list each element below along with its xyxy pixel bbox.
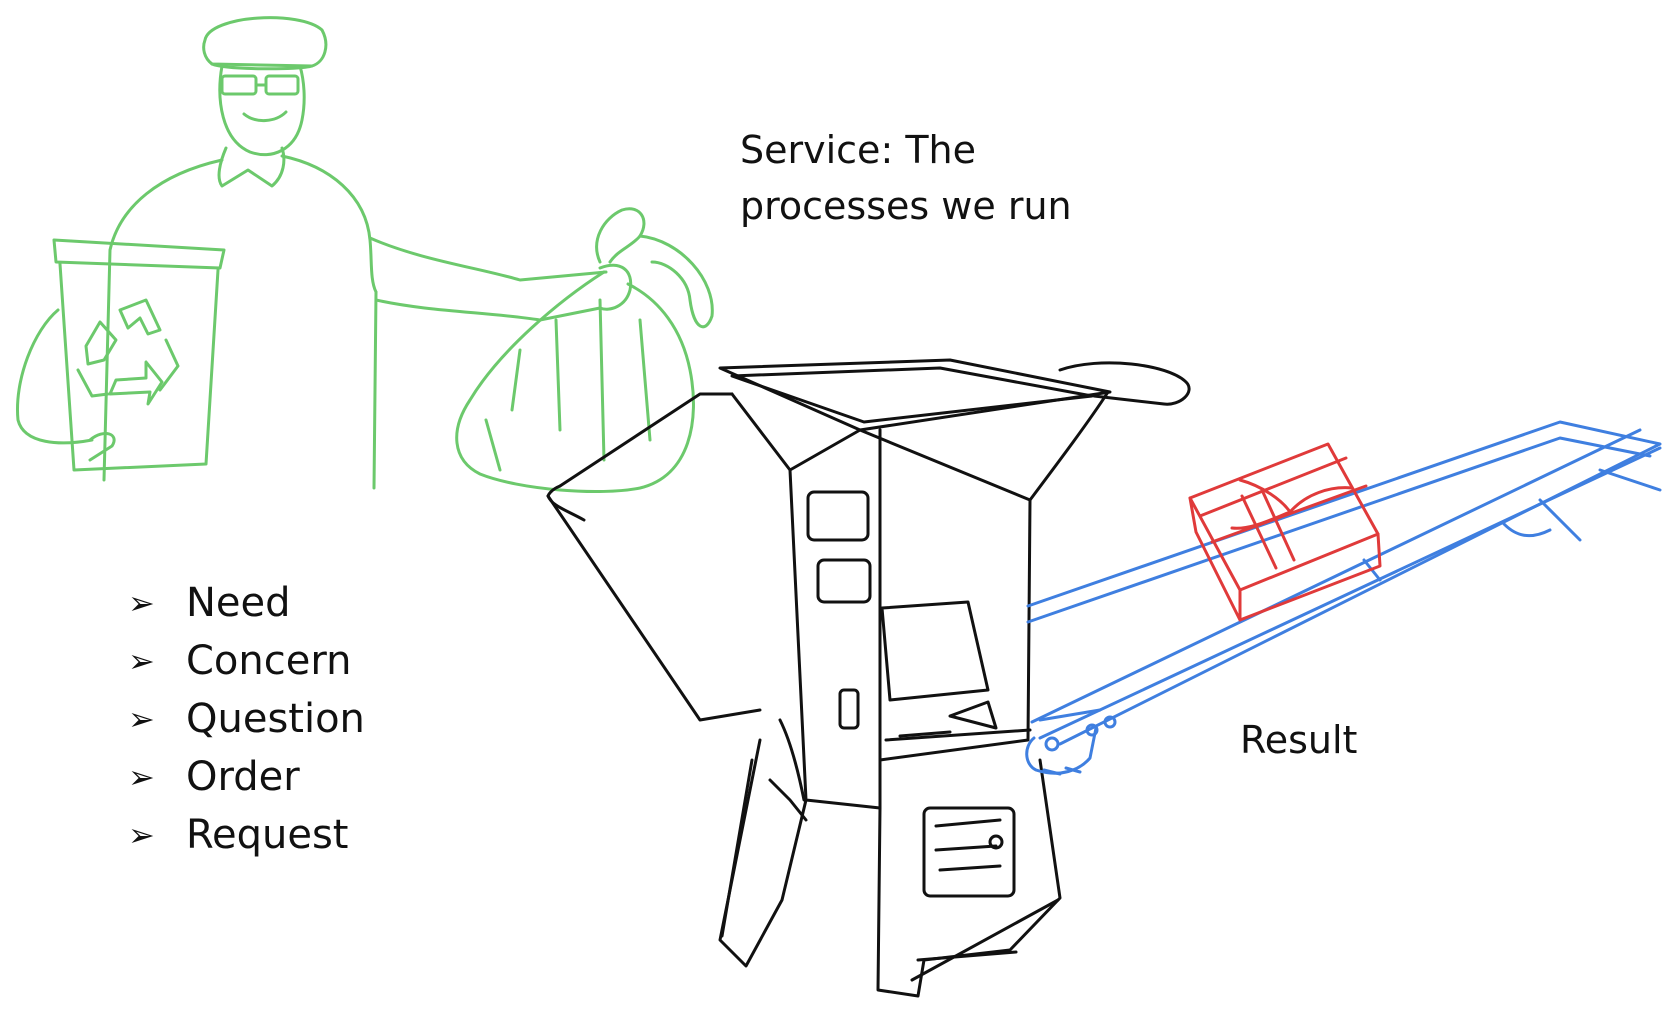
list-item-label: Concern [186,638,352,684]
arrow-bullet-icon: ➢ [128,584,155,622]
trash-bag-icon [455,207,714,494]
conveyor-belt-icon [1025,420,1662,776]
list-item: ➢ Question [128,690,365,748]
arrow-bullet-icon: ➢ [128,758,155,796]
service-caption-line-1: Service: The [740,128,976,172]
arrow-bullet-icon: ➢ [128,816,155,854]
inputs-list: ➢ Need ➢ Concern ➢ Question ➢ Order ➢ Re… [128,574,365,864]
list-item-label: Order [186,754,300,800]
arrow-bullet-icon: ➢ [128,642,155,680]
list-item-label: Request [186,812,349,858]
recycling-symbol-icon [76,298,180,406]
service-caption-line-2: processes we run [740,184,1072,228]
result-label: Result [1240,718,1358,762]
person-with-recycling-bin-icon [15,16,633,490]
hopper-machine-icon [546,358,1191,998]
list-item: ➢ Order [128,748,365,806]
list-item: ➢ Need [128,574,365,632]
gift-box-icon [1188,442,1382,622]
list-item: ➢ Concern [128,632,365,690]
list-item: ➢ Request [128,806,365,864]
arrow-bullet-icon: ➢ [128,700,155,738]
service-caption: Service: The processes we run [740,122,1140,234]
list-item-label: Need [186,580,291,626]
list-item-label: Question [186,696,365,742]
